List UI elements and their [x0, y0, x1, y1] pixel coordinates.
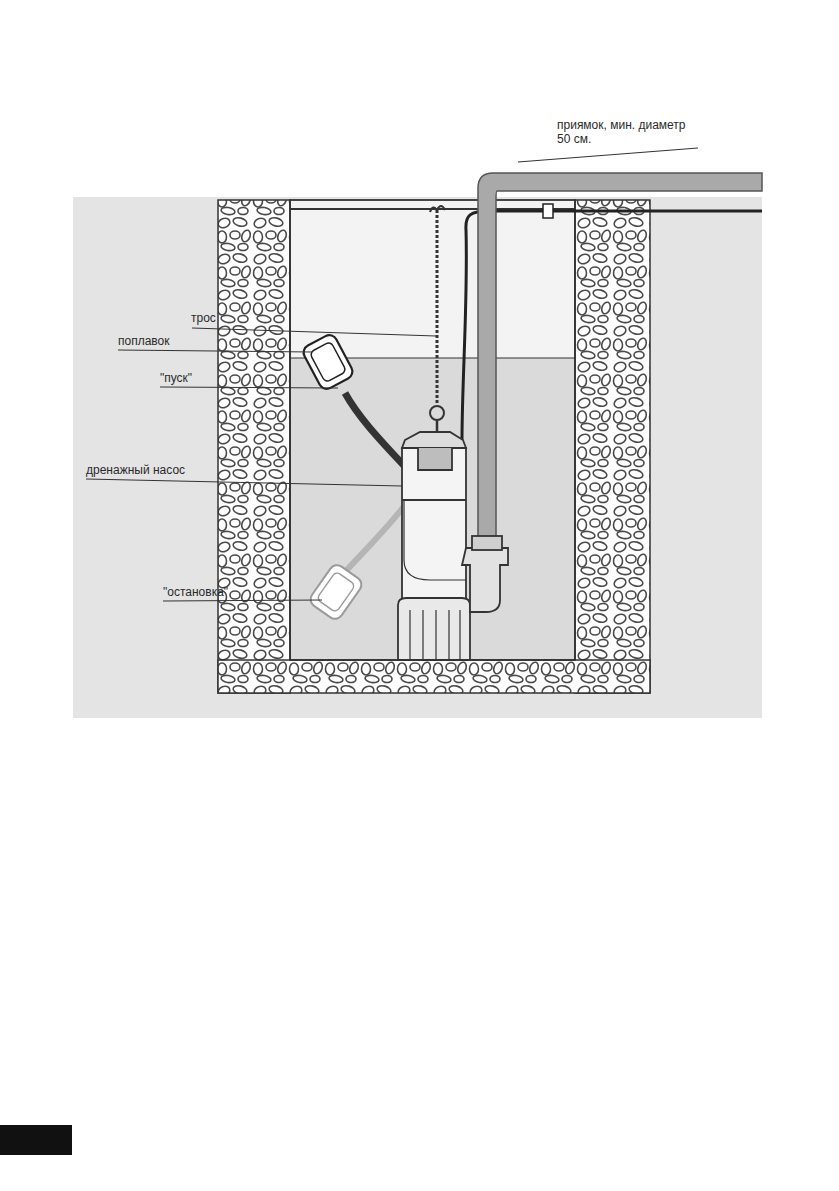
power-cable [462, 211, 762, 440]
float-cable [345, 393, 408, 470]
rope [428, 206, 445, 443]
part-label: трос [191, 311, 216, 325]
start-float [301, 332, 355, 391]
water [290, 358, 575, 660]
float-cable [345, 505, 405, 572]
gravel-walls [218, 200, 650, 693]
part-label: поплавок [118, 334, 170, 348]
part-label: "остановка" [163, 585, 228, 599]
ground [73, 197, 762, 718]
pit-note: приямок, мин. диаметр 50 см. [557, 118, 697, 146]
cable-clamp [543, 204, 553, 218]
part-label: "пуск" [160, 371, 192, 385]
discharge-pipe [478, 173, 762, 548]
drainage-pump [398, 432, 508, 660]
page-marker [0, 1125, 72, 1155]
stop-float [307, 562, 364, 622]
leader-lines [86, 148, 698, 601]
pit-air [290, 200, 575, 660]
part-label: дренажный насос [86, 463, 185, 477]
